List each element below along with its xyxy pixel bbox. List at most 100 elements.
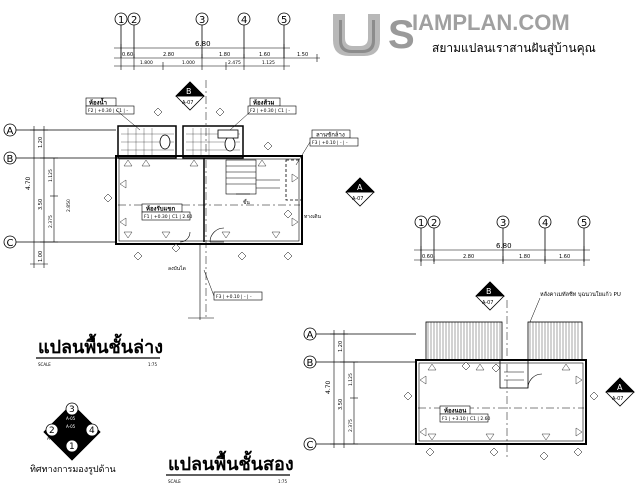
plan2-left-dim-1: 3.50 xyxy=(338,399,344,410)
plan1-row-b: B xyxy=(7,154,14,165)
plan2-bed-label: ห้องนอน xyxy=(444,407,467,415)
plan1-doors xyxy=(179,227,225,320)
plan1-living-label: ห้องรับแขก xyxy=(146,205,175,213)
plan1-scale-label: SCALE xyxy=(38,362,51,367)
plan2-col-1: 1 xyxy=(418,218,424,229)
plan2-left-dimension-lines xyxy=(330,330,358,448)
plan1-up-label: ขึ้น xyxy=(243,197,250,206)
plan2-col-4: 4 xyxy=(542,218,548,229)
plan1-row-a: A xyxy=(7,126,14,137)
key-sheet-top: A-05 xyxy=(66,416,76,421)
plan1-outside-tag: F3 | +0.10 | - | - xyxy=(216,294,252,300)
plan1-row-markers xyxy=(3,123,116,249)
plan1-left-dim-0: 1.20 xyxy=(38,137,44,148)
plan1-room-tag-bath2 xyxy=(229,97,297,131)
plan1-col-3: 3 xyxy=(199,15,205,26)
plan1-col-5: 5 xyxy=(281,15,287,26)
plan1-section-arrows xyxy=(119,159,299,239)
plan2-row-markers xyxy=(303,327,416,451)
plan1-col-4: 4 xyxy=(241,15,247,26)
plan1-fixtures xyxy=(159,129,239,152)
plan2-total-width: 6.80 xyxy=(496,242,512,250)
plan1-elev-b-sheet: A-07 xyxy=(182,100,193,106)
plan1-dim-3: 1.60 xyxy=(259,52,270,58)
plan1-elev-b-num: B xyxy=(186,87,192,96)
plan1-left-dimension-lines xyxy=(30,126,58,268)
plan2-row-b: B xyxy=(307,358,314,369)
plan1-scale-value: 1:75 xyxy=(148,362,157,367)
plan2-section-arrows xyxy=(419,363,583,441)
plan1-elev-a-sheet: A-07 xyxy=(352,196,363,202)
plan1-subdim-2: 2.475 xyxy=(228,60,241,66)
plan2-row-a: A xyxy=(307,330,314,341)
plan2-scale-value: 1:75 xyxy=(278,479,287,484)
plan2-elev-b-num: B xyxy=(486,287,492,296)
plan1-laundry-tag: F3 | +0.10 | - | - xyxy=(312,140,348,146)
plan2-col-5: 5 xyxy=(581,218,587,229)
plan2-scale-label: SCALE xyxy=(168,479,181,484)
plan1-living-tag: F1 | +0.30 | C1 | 2.60 xyxy=(144,214,193,220)
plan1-left-subdim-2: 2.850 xyxy=(66,199,72,212)
plan2-elev-a-sheet: A-07 xyxy=(612,396,623,402)
plan1-bath1-tag: F2 | +0.30 | C1 | - xyxy=(88,108,128,114)
plan1-room-tag-living xyxy=(141,203,191,221)
plan1-dim-1: 2.80 xyxy=(163,52,174,58)
plan2-bed-tag: F1 | +3.10 | C1 | 2.60 xyxy=(442,416,491,422)
plan2-title: แปลนพื้นชั้นสอง xyxy=(168,450,294,475)
logo-tagline: สยามแปลนเราสานฝันสู่บ้านคุณ xyxy=(432,41,596,56)
plan1-laundry-area xyxy=(285,159,303,201)
plan1-elevation-marker-b xyxy=(175,81,205,111)
plan1-left-subdim-0: 1.125 xyxy=(48,169,54,182)
plan1-subdim-1: 1.000 xyxy=(182,60,195,66)
plan1-left-extra: 1.00 xyxy=(38,251,44,262)
plan2-left-dim-0: 1.20 xyxy=(338,341,344,352)
plan1-elev-a-num: A xyxy=(357,183,363,192)
plan2-elevation-marker-b xyxy=(475,281,505,311)
plan1-row-c: C xyxy=(7,238,14,249)
plan1-column-markers xyxy=(114,12,291,58)
plan2-dim-2: 1.80 xyxy=(519,254,530,260)
plan1-total-width: 6.80 xyxy=(195,40,211,48)
plan1-laundry-label: ลานซักล้าง xyxy=(316,132,345,139)
plan2-top-dimension-lines xyxy=(414,246,590,266)
plan2-left-subdim-0: 1.125 xyxy=(348,373,354,386)
key-caption: ทิศทางการมองรูปด้าน xyxy=(30,464,116,475)
elevation-key-symbol xyxy=(43,402,101,461)
key-sheet-bottom: A-05 xyxy=(66,424,76,429)
plan1-left-subdim-1: 2.375 xyxy=(48,215,54,228)
plan2-row-c: C xyxy=(307,440,314,451)
siamplan-logo: S IAMPLAN.COM สยามแปลนเราสานฝันสู่บ้านคุ… xyxy=(333,10,596,57)
plan1-left-dim-1: 3.50 xyxy=(38,199,44,210)
plan2-col-3: 3 xyxy=(500,218,506,229)
plan2-dim-1: 2.80 xyxy=(463,254,474,260)
plan1-col-2: 2 xyxy=(131,15,137,26)
logo-brand: IAMPLAN.COM xyxy=(412,10,570,35)
plan1-col-1: 1 xyxy=(118,15,124,26)
key-right-num: 4 xyxy=(89,426,95,436)
plan2-elev-a-num: A xyxy=(617,383,623,392)
plan1-dim-4: 1.50 xyxy=(297,52,308,58)
key-sheet-left: A-05 xyxy=(47,436,57,441)
plan1-subdim-3: 1.125 xyxy=(262,60,275,66)
plan1-walls xyxy=(115,80,303,320)
plan1-bath1-label: ห้องน้ำ xyxy=(89,97,107,107)
plan1-subdim-0: 1.800 xyxy=(140,60,153,66)
plan1-elevation-marker-a xyxy=(345,177,375,207)
plan2-room-tag-bed xyxy=(439,405,489,423)
plan1-walkway-label: ทางเดิน xyxy=(304,213,322,220)
plan1-room-tag-laundry xyxy=(295,129,359,166)
plan2-total-depth: 4.70 xyxy=(325,380,332,394)
plan1-bath2-label: ห้องส้วม xyxy=(253,99,275,107)
plan2-dim-0: 0.60 xyxy=(422,254,433,260)
plan2-left-subdim-1: 2.375 xyxy=(348,419,354,432)
key-left-num: 2 xyxy=(49,426,55,436)
plan1-down-label: ลงบันได xyxy=(168,265,186,272)
plan2-roof-note: หลังคาเมทัลชีท บุฉนวนใยแก้ว PU xyxy=(540,291,621,298)
plan1-room-tag-outside xyxy=(203,269,263,301)
plan2-roof-lines xyxy=(427,322,579,360)
plan1-title: แปลนพื้นชั้นล่าง xyxy=(38,333,163,358)
plan2-elev-b-sheet: A-07 xyxy=(482,300,493,306)
plan1-dim-2: 1.80 xyxy=(219,52,230,58)
plan1-top-dimension-lines xyxy=(114,44,320,70)
